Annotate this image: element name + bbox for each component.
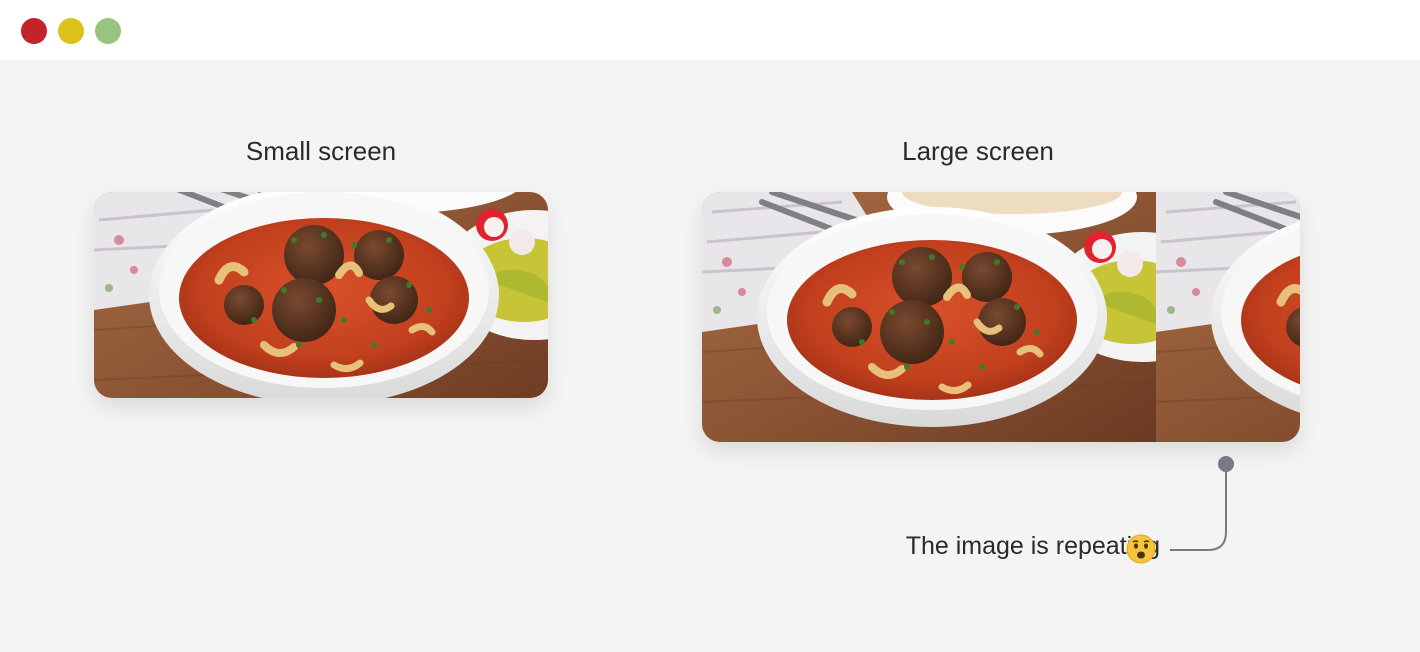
food-photo-tile xyxy=(702,192,1156,442)
maximize-window-button[interactable] xyxy=(95,18,121,44)
small-screen-image-card xyxy=(94,192,548,398)
anxious-face-icon xyxy=(1126,534,1156,564)
small-screen-title: Small screen xyxy=(245,136,397,166)
minimize-window-button[interactable] xyxy=(58,18,84,44)
window-titlebar xyxy=(0,0,1420,60)
large-screen-title: Large screen xyxy=(902,136,1054,166)
food-photo-image xyxy=(702,192,1156,442)
food-photo-repeat-tile xyxy=(1156,192,1300,442)
annotation-connector xyxy=(1170,456,1234,551)
food-photo-repeated-image xyxy=(1156,192,1300,442)
food-photo-image xyxy=(94,192,548,398)
close-window-button[interactable] xyxy=(21,18,47,44)
large-screen-image-card xyxy=(702,192,1300,442)
annotation-text: The image is repeating xyxy=(905,532,1160,560)
food-photo-tile xyxy=(94,192,548,398)
